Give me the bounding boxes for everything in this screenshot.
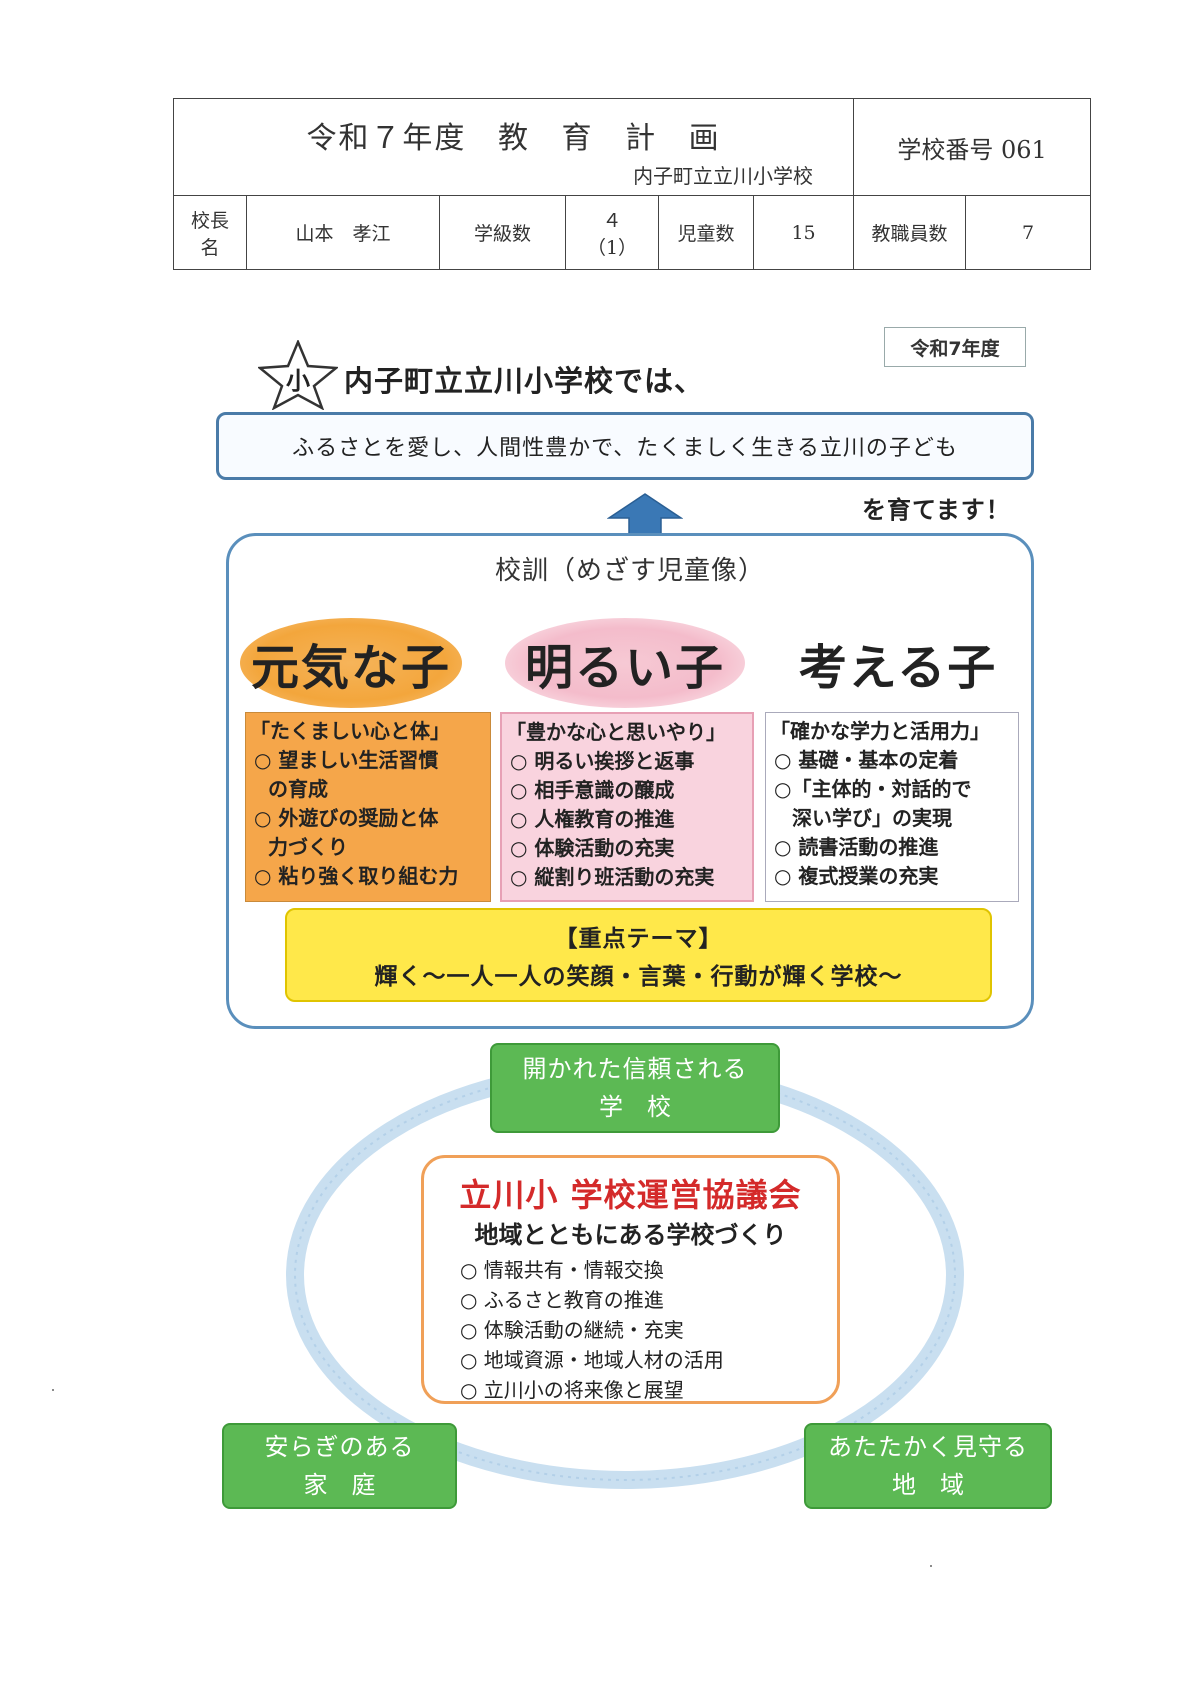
scan-speck [930, 1565, 932, 1567]
goal-heading: 「確かな学力と活用力」 [770, 719, 990, 743]
vision-tail: を育てます！ [862, 496, 1011, 524]
motto-title: 校訓（めざす児童像） [494, 556, 765, 586]
goal-item: ○ 望ましい生活習慣 [254, 748, 439, 772]
focus-heading: 【重点テーマ】 [554, 926, 723, 952]
students-value: 15 [752, 195, 855, 270]
school-node-line1: 開かれた信頼される [522, 1055, 748, 1083]
council-subtitle: 地域とともにある学校づくり [474, 1221, 787, 1249]
goal-column-body: 「たくましい心と体」 ○ 望ましい生活習慣 の育成 ○ 外遊びの奨励と体 力づく… [245, 712, 491, 902]
staff-label: 教職員数 [853, 195, 967, 270]
council-item: ○ 体験活動の継続・充実 [460, 1318, 684, 1342]
ideal-energetic: 元気な子 [240, 618, 462, 708]
focus-theme: 輝く～一人一人の笑顔・言葉・行動が輝く学校～ [374, 964, 903, 990]
badge-char: 小 [286, 367, 310, 395]
community-node-line2: 地域 [892, 1471, 988, 1499]
community-node: あたたかく見守る 地域 [804, 1423, 1052, 1509]
intro-text: 内子町立立川小学校では、 [344, 364, 705, 398]
goal-item: ○ 人権教育の推進 [510, 807, 675, 831]
ideal-thinking: 考える子 [798, 640, 998, 696]
council-item: ○ 情報共有・情報交換 [460, 1258, 664, 1282]
goal-item: ○ 外遊びの奨励と体 [254, 806, 439, 830]
council-item: ○ 地域資源・地域人材の活用 [460, 1348, 724, 1372]
scan-speck [52, 1389, 54, 1391]
goal-item: の育成 [268, 777, 328, 801]
plan-title: 令和７年度 教 育 計 画 [306, 121, 721, 156]
school-name: 内子町立立川小学校 [633, 164, 814, 188]
goal-item: ○ 複式授業の充実 [774, 864, 939, 888]
home-node-line2: 家庭 [303, 1471, 400, 1499]
ideal-cheerful: 明るい子 [505, 618, 745, 708]
goal-item: ○ 粘り強く取り組む力 [254, 864, 459, 888]
plan-header-table: 令和７年度 教 育 計 画 内子町立立川小学校 学校番号 061 校長名 山本 … [172, 98, 1092, 270]
goal-column-learning: 「確かな学力と活用力」 ○ 基礎・基本の定着 ○「主体的・対話的で 深い学び」の… [765, 712, 1019, 902]
school-node: 開かれた信頼される 学校 [490, 1043, 780, 1133]
school-star-badge-icon: 小 [258, 340, 338, 410]
goal-heading: 「豊かな心と思いやり」 [506, 720, 726, 744]
council-item: ○ 立川小の将来像と展望 [460, 1378, 684, 1402]
title-cell: 令和７年度 教 育 計 画 内子町立立川小学校 [172, 98, 855, 196]
classes-label: 学級数 [439, 195, 566, 270]
principal-label: 校長名 [173, 195, 247, 270]
home-node: 安らぎのある 家庭 [222, 1423, 457, 1509]
focus-theme-box: 【重点テーマ】 輝く～一人一人の笑顔・言葉・行動が輝く学校～ [285, 908, 992, 1002]
goal-item: ○ 縦割り班活動の充実 [510, 865, 715, 889]
home-node-line1: 安らぎのある [264, 1433, 415, 1461]
staff-value: 7 [965, 195, 1092, 270]
goal-heading: 「たくましい心と体」 [250, 719, 450, 743]
year-label: 令和7年度 [884, 327, 1026, 367]
council-title: 立川小 学校運営協議会 [459, 1176, 802, 1214]
goal-item: 力づくり [268, 835, 348, 859]
vision-statement: ふるさとを愛し、人間性豊かで、たくましく生きる立川の子ども [216, 412, 1034, 480]
students-label: 児童数 [658, 195, 754, 270]
goal-item: ○ 体験活動の充実 [510, 836, 675, 860]
goal-item: ○ 明るい挨拶と返事 [510, 749, 695, 773]
school-number: 学校番号 061 [853, 98, 1092, 196]
principal-name: 山本 孝江 [246, 195, 440, 270]
goal-item: ○ 相手意識の醸成 [510, 778, 675, 802]
school-node-line2: 学校 [599, 1093, 695, 1121]
goal-item: ○「主体的・対話的で [774, 777, 972, 801]
goal-item: ○ 基礎・基本の定着 [774, 748, 959, 772]
goal-column-heart: 「豊かな心と思いやり」 ○ 明るい挨拶と返事 ○ 相手意識の醸成 ○ 人権教育の… [500, 712, 754, 902]
goal-item: ○ 読書活動の推進 [774, 835, 939, 859]
goal-item: 深い学び」の実現 [792, 806, 952, 830]
council-items: ○ 情報共有・情報交換 ○ ふるさと教育の推進 ○ 体験活動の継続・充実 ○ 地… [460, 1255, 724, 1405]
council-box [421, 1155, 840, 1404]
council-item: ○ ふるさと教育の推進 [460, 1288, 664, 1312]
classes-value: ４（1） [565, 195, 659, 270]
community-node-line1: あたたかく見守る [828, 1433, 1028, 1461]
